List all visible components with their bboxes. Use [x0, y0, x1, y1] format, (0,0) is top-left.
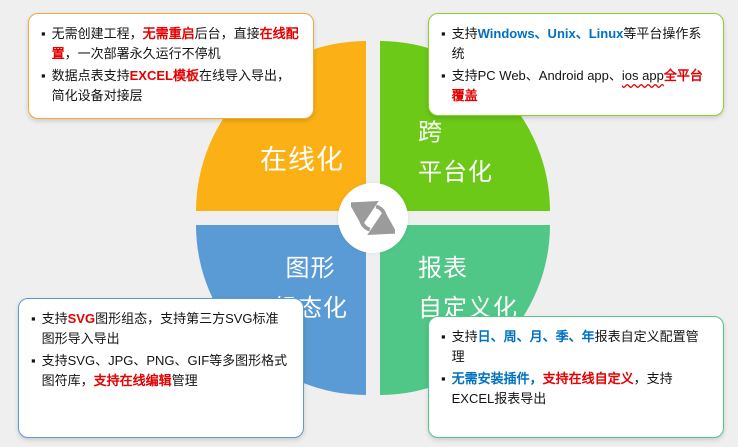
- list-item-text: 支持SVG、JPG、PNG、GIF等多图形格式图符库，支持在线编辑管理: [42, 351, 291, 390]
- text-run: 支持在线编辑: [93, 372, 172, 388]
- callout-report-custom: 支持日、周、月、季、年报表自定义配置管理 无需安装插件，支持在线自定义，支持EX…: [428, 316, 724, 438]
- list-item-text: 支持日、周、月、季、年报表自定义配置管理: [452, 327, 711, 366]
- text-run: ，一次部署永久运行不停机: [64, 45, 221, 61]
- text-run: 无需重启: [142, 26, 195, 41]
- list-item: 无需创建工程，无需重启后台，直接在线配置，一次部署永久运行不停机: [41, 24, 301, 63]
- text-run: ios app: [621, 68, 664, 83]
- quadrant-label-cross-platform: 跨 平台化: [418, 113, 493, 193]
- text-run: 支持: [41, 311, 68, 326]
- text-run: EXCEL模板: [129, 68, 199, 83]
- callout-online: 无需创建工程，无需重启后台，直接在线配置，一次部署永久运行不停机 数据点表支持E…: [28, 13, 314, 119]
- text-run: 等平台操作系统: [451, 26, 702, 61]
- label-line: 图形: [285, 255, 336, 282]
- text-run: 支持: [451, 26, 478, 41]
- list-item-text: 支持SVG图形组态，支持第三方SVG标准图形导入导出: [42, 309, 291, 348]
- text-run: 日、周、月、季、年: [477, 329, 595, 344]
- text-run: 后台，直接: [194, 26, 260, 41]
- label-line: 平台化: [418, 159, 493, 186]
- text-run: 报表自定义配置管理: [451, 329, 699, 364]
- list-item: 支持日、周、月、季、年报表自定义配置管理: [441, 327, 711, 366]
- list-item-text: 无需安装插件，支持在线自定义，支持EXCEL报表导出: [452, 369, 711, 408]
- label-line: 报表: [418, 255, 468, 282]
- quadrant-label-online: 在线化: [260, 145, 344, 175]
- text-run: ，支持EXCEL报表导出: [451, 371, 673, 406]
- text-run: 支持在线自定义: [542, 371, 634, 386]
- list-item: 支持SVG图形组态，支持第三方SVG标准图形导入导出: [31, 309, 291, 348]
- text-run: 支持: [451, 329, 478, 344]
- text-run: 在线配置: [51, 26, 299, 61]
- quadrant-cross-platform: 跨 平台化: [380, 41, 550, 211]
- callout-graphic-config: 支持SVG图形组态，支持第三方SVG标准图形导入导出 支持SVG、JPG、PNG…: [18, 298, 304, 438]
- text-run: 全平台覆盖: [451, 68, 703, 103]
- callout-cross-platform: 支持Windows、Unix、Linux等平台操作系统 支持PC Web、And…: [428, 13, 724, 116]
- text-run: 支持SVG、JPG、PNG、GIF等多图形格式图符库，: [41, 353, 288, 388]
- text-run: SVG: [67, 311, 96, 326]
- text-run: 图形组态，支持第三方SVG标准图形导入导出: [41, 311, 279, 346]
- text-run: 在线导入导出，简化设备对接层: [51, 68, 290, 103]
- text-run: 无需安装插件，: [451, 371, 543, 386]
- list-item: 支持PC Web、Android app、ios app全平台覆盖: [441, 66, 711, 105]
- text-run: Windows、Unix、Linux: [477, 26, 624, 41]
- text-run: 支持PC Web、Android app、: [451, 68, 622, 83]
- list-item: 支持Windows、Unix、Linux等平台操作系统: [441, 24, 711, 63]
- list-item: 数据点表支持EXCEL模板在线导入导出，简化设备对接层: [41, 66, 301, 105]
- label-line: 跨: [418, 119, 443, 146]
- sync-arrows-icon: [351, 201, 395, 235]
- center-badge: [338, 183, 408, 253]
- text-run: 数据点表支持: [51, 68, 130, 83]
- list-item: 无需安装插件，支持在线自定义，支持EXCEL报表导出: [441, 369, 711, 408]
- list-item-text: 数据点表支持EXCEL模板在线导入导出，简化设备对接层: [52, 66, 301, 105]
- list-item-text: 无需创建工程，无需重启后台，直接在线配置，一次部署永久运行不停机: [52, 24, 301, 63]
- text-run: 管理: [171, 372, 198, 388]
- list-item: 支持SVG、JPG、PNG、GIF等多图形格式图符库，支持在线编辑管理: [31, 351, 291, 390]
- list-item-text: 支持PC Web、Android app、ios app全平台覆盖: [452, 66, 711, 105]
- text-run: 无需创建工程，: [51, 26, 143, 41]
- list-item-text: 支持Windows、Unix、Linux等平台操作系统: [452, 24, 711, 63]
